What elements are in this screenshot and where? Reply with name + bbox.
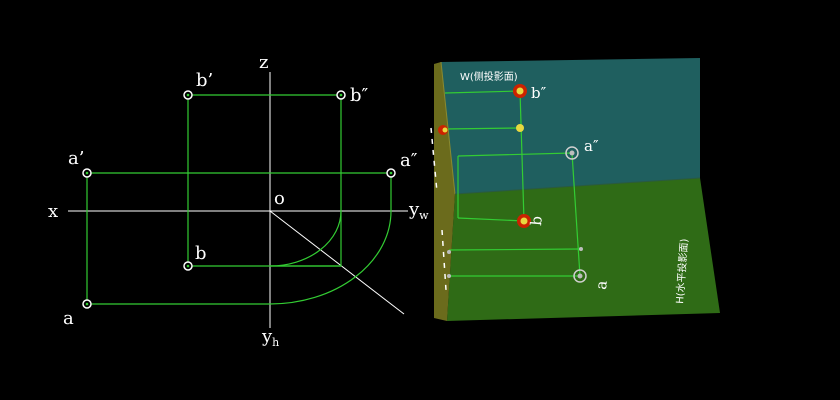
label-origin: o (274, 188, 285, 209)
point3d-b-prime-marker (438, 125, 448, 135)
point-b-double-prime-marker (336, 90, 346, 100)
label3d-b: b (527, 215, 546, 226)
b-vertical-line (519, 90, 525, 222)
projection-3d: W(侧投影面) b″ a″ b a H(水平投影面) (430, 58, 720, 321)
wh-edge (454, 177, 701, 195)
point3d-b-mid-marker (516, 124, 524, 132)
label-b-double-prime: b″ (350, 85, 369, 106)
a-dbl-to-v-line (457, 152, 573, 157)
label-b: b (195, 243, 207, 264)
b-floor-line (457, 217, 525, 222)
point-b-marker (183, 261, 193, 271)
label3d-a-double-prime: a″ (584, 137, 599, 155)
a-projection-box (86, 172, 392, 304)
point-a-prime-marker (82, 168, 92, 178)
point-a-marker (82, 299, 92, 309)
w-plane (441, 58, 700, 194)
b-projection-box (187, 94, 342, 267)
label-x-axis: x (48, 201, 58, 222)
wv-edge (440, 61, 456, 195)
label-b-prime: b’ (196, 70, 213, 91)
projection-2d: x z o yw yh b’ b″ a’ a″ b a (48, 52, 429, 349)
label-yh-axis: yh (261, 326, 279, 349)
b-arc (269, 210, 342, 267)
point3d-b-marker (517, 214, 531, 228)
a-arc (269, 210, 392, 305)
label-z-axis: z (259, 52, 268, 73)
w-plane-label: W(侧投影面) (460, 70, 518, 83)
a-vertical-line (571, 152, 581, 277)
miter-line (269, 210, 405, 315)
b-h-horizontal (448, 248, 582, 251)
label3d-b-double-prime: b″ (531, 84, 547, 102)
label-a-prime: a’ (68, 148, 84, 169)
point3d-a-marker (573, 269, 587, 283)
point-b-prime-marker (183, 90, 193, 100)
label-a-double-prime: a″ (400, 150, 418, 171)
label-a: a (63, 308, 74, 329)
b-dbl-to-v-line (444, 90, 521, 94)
point-a-double-prime-marker (386, 168, 396, 178)
label-yw-axis: yw (408, 199, 429, 222)
b-v-horizontal (443, 127, 521, 130)
point3d-a-double-prime-marker (565, 146, 579, 160)
label3d-a: a (592, 280, 611, 291)
h-plane (447, 178, 720, 321)
point3d-small-markers (447, 247, 583, 278)
point3d-b-double-prime-marker (513, 84, 527, 98)
